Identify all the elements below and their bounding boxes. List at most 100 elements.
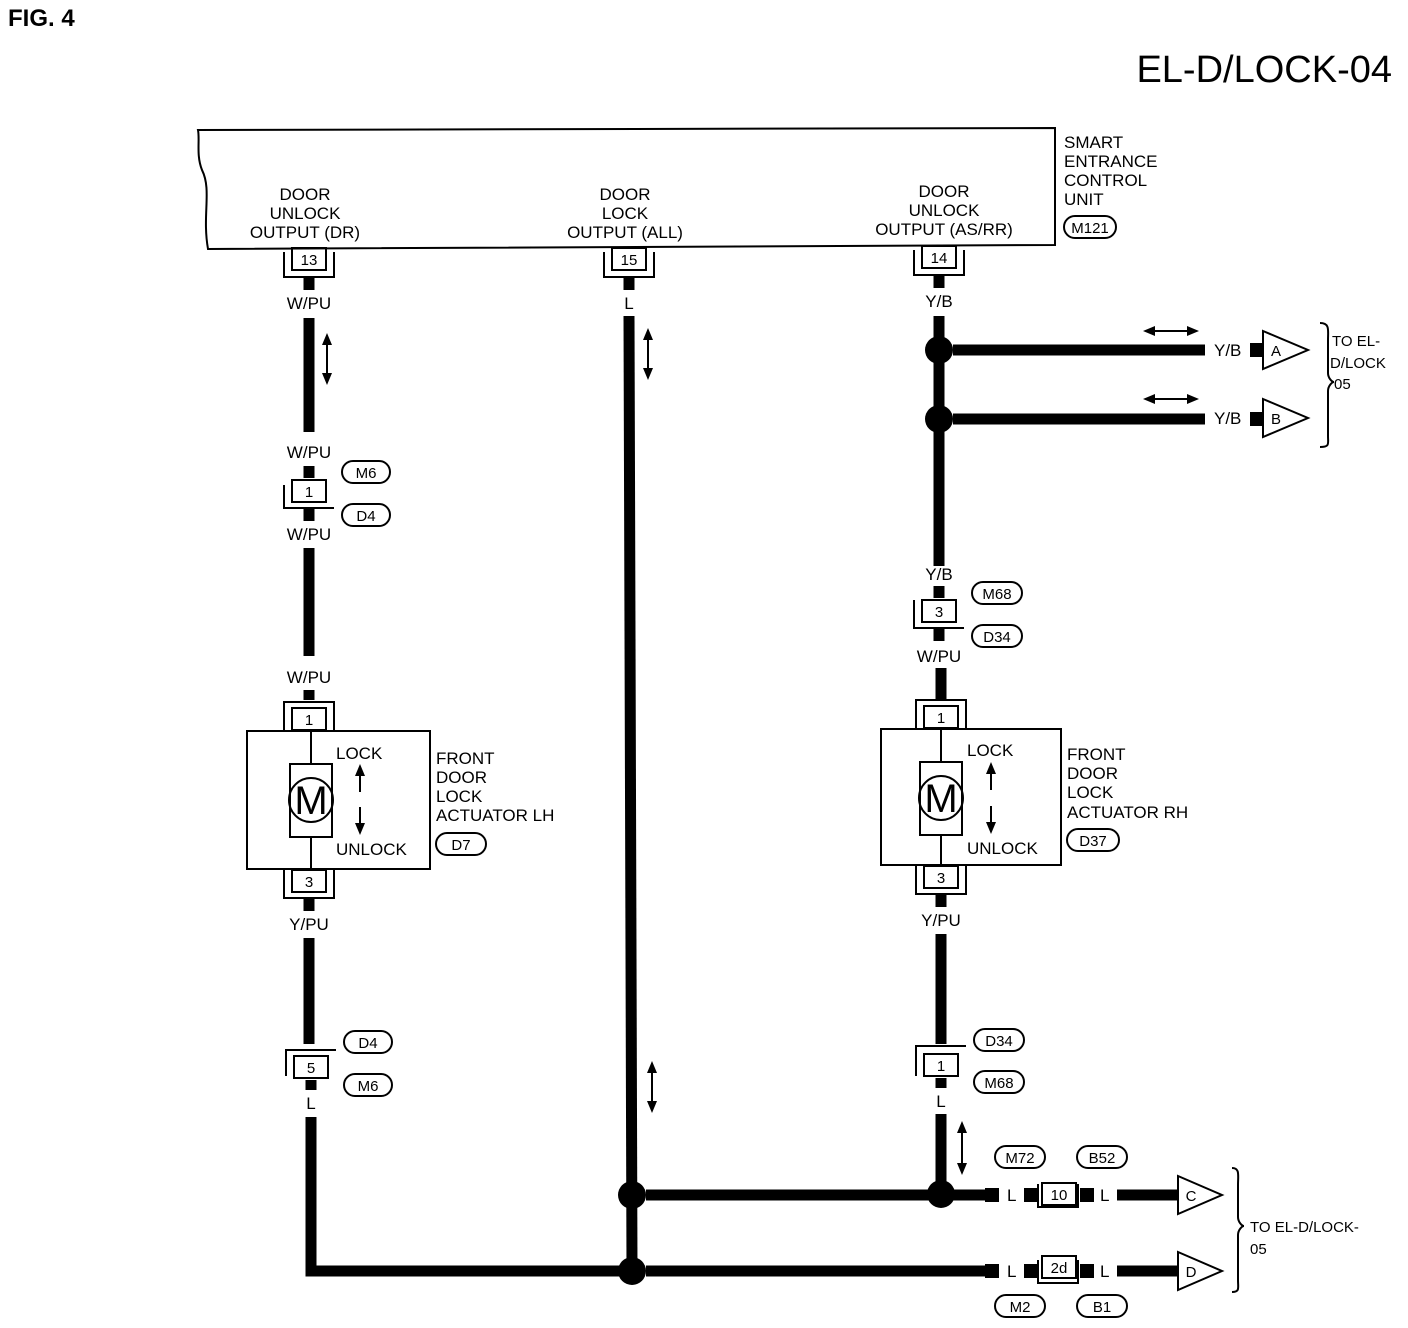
lock-label: LOCK [336,744,383,763]
wire-label: W/PU [287,443,331,462]
splice-dot [618,1181,646,1209]
badge-m6: M6 [341,460,391,484]
wire-label-right-top: Y/B [925,292,952,311]
svg-text:3: 3 [935,604,943,621]
svg-text:D7: D7 [451,837,470,854]
splice-dot [925,405,953,433]
wire-left-bottom [305,1117,632,1277]
svg-text:M: M [924,777,957,821]
svg-text:ACTUATOR LH: ACTUATOR LH [436,806,554,825]
connector-d4-m6-pin5: 5 [285,1049,336,1079]
control-unit-box [196,126,1056,251]
svg-text:1: 1 [937,1058,945,1075]
svg-text:DOOR: DOOR [600,185,651,204]
splice-dot [618,1257,646,1285]
wire-label: L [936,1092,945,1111]
motor-rh: M [918,761,964,836]
wire-label: L [1100,1262,1109,1281]
wire-stub [1080,1264,1094,1278]
svg-text:OUTPUT (ALL): OUTPUT (ALL) [567,223,683,242]
wire-middle-vertical [623,315,638,1272]
badge-b1: B1 [1076,1294,1128,1318]
svg-text:FRONT: FRONT [436,749,495,768]
connector-stub [1250,412,1262,426]
svg-text:2d: 2d [1051,1260,1068,1277]
control-unit-name-line: SMART [1064,133,1123,152]
unlock-arrow-icon [986,806,996,834]
svg-text:OUTPUT (AS/RR): OUTPUT (AS/RR) [875,220,1013,239]
unlock-label: UNLOCK [967,839,1039,858]
svg-text:3: 3 [305,874,313,891]
wire-label-left-top: W/PU [287,294,331,313]
svg-text:05: 05 [1250,1241,1267,1258]
svg-text:1: 1 [305,484,313,501]
badge-d4-lower: D4 [343,1030,393,1054]
svg-text:1: 1 [305,712,313,729]
connector-m6-d4-pin1: 1 [283,479,334,509]
svg-text:DOOR: DOOR [436,768,487,787]
actuator-lh-name: FRONT DOOR LOCK ACTUATOR LH [436,749,554,825]
brace-ab [1319,322,1335,448]
control-unit-badge: M121 [1063,215,1117,239]
wire-label-middle-top: L [624,294,633,313]
wire-stub [1024,1188,1038,1202]
badge-d34-lower: D34 [973,1028,1025,1052]
control-unit-name-line: CONTROL [1064,171,1147,190]
connector-arrow-a: A [1262,329,1311,371]
svg-text:DOOR: DOOR [280,185,331,204]
svg-text:LOCK: LOCK [436,787,483,806]
wire-label: L [1007,1186,1016,1205]
figure-label: FIG. 4 [8,5,75,32]
pin-connector-15: 15 [603,247,655,278]
actuator-rh-box [880,728,1062,866]
actuator-lh-box [246,730,431,870]
svg-text:LOCK: LOCK [1067,783,1114,802]
brace-cd [1231,1167,1245,1293]
svg-text:M72: M72 [1005,1150,1034,1167]
motor-lh: M [288,763,334,838]
output-label-as-rr: DOOR UNLOCK OUTPUT (AS/RR) [875,182,1013,239]
badge-d37: D37 [1066,828,1120,852]
svg-text:UNLOCK: UNLOCK [909,201,981,220]
connector-m72-b52-pin10: 10 [1037,1182,1079,1208]
svg-text:D: D [1186,1264,1197,1281]
svg-text:B: B [1271,411,1281,428]
wire-stub [985,1264,999,1278]
svg-text:C: C [1186,1188,1197,1205]
svg-text:M68: M68 [982,586,1011,603]
wire-stub [1080,1188,1094,1202]
svg-text:M6: M6 [358,1078,379,1095]
unlock-arrow-icon [355,807,365,835]
lock-arrow-icon [986,762,996,790]
wire-label: W/PU [917,647,961,666]
svg-text:B1: B1 [1093,1299,1111,1316]
actuator-lh-top-pin: 1 [283,701,335,731]
wire-stub [985,1188,999,1202]
svg-text:FRONT: FRONT [1067,745,1126,764]
connector-stub [1250,343,1262,357]
wire-stub [1024,1264,1038,1278]
lock-arrow-icon [355,764,365,792]
control-unit-name-line: ENTRANCE [1064,152,1158,171]
badge-m68-lower: M68 [973,1070,1025,1094]
double-arrow-icon [957,1121,967,1175]
diagram-code: EL-D/LOCK-04 [1136,49,1392,91]
connector-arrow-b: B [1262,397,1311,439]
svg-text:OUTPUT (DR): OUTPUT (DR) [250,223,360,242]
wire-label: W/PU [287,668,331,687]
badge-d7: D7 [435,832,487,856]
svg-text:M2: M2 [1010,1299,1031,1316]
svg-text:13: 13 [301,252,318,269]
svg-text:D37: D37 [1079,833,1107,850]
svg-text:DOOR: DOOR [919,182,970,201]
svg-text:5: 5 [307,1060,315,1077]
actuator-rh-name: FRONT DOOR LOCK ACTUATOR RH [1067,745,1188,822]
svg-text:DOOR: DOOR [1067,764,1118,783]
actuator-rh-top-pin: 1 [915,699,967,729]
svg-text:15: 15 [621,252,638,269]
connector-m2-b1-pin2d: 2d [1037,1255,1079,1284]
lock-label: LOCK [967,741,1014,760]
svg-text:05: 05 [1334,376,1351,393]
svg-text:UNLOCK: UNLOCK [270,204,342,223]
